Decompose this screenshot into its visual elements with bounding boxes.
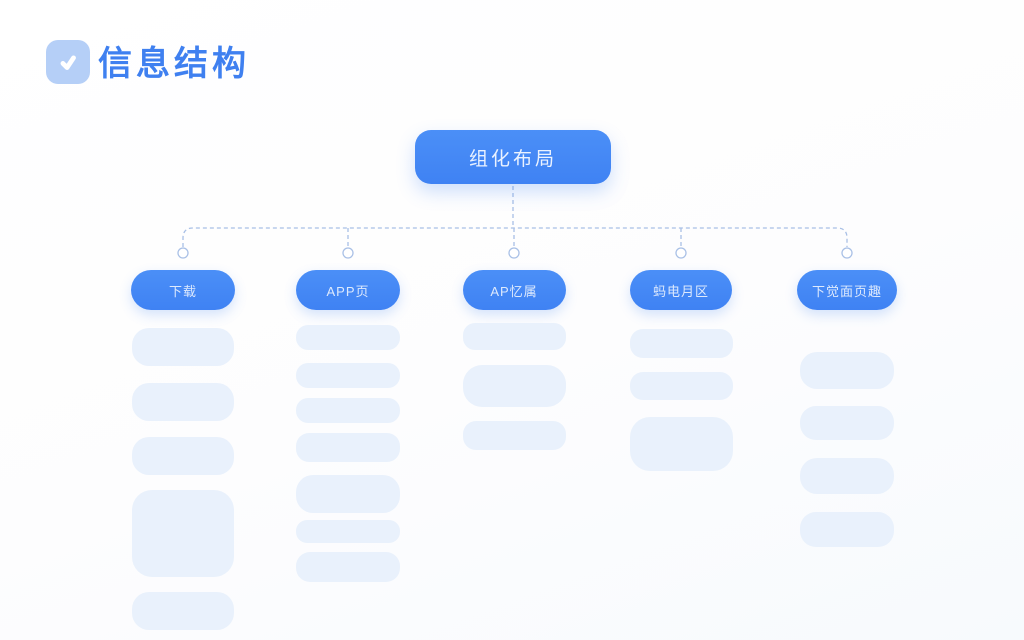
branch-node: 下载 xyxy=(131,270,235,310)
page-title: 信息结构 xyxy=(98,45,250,83)
skeleton-block xyxy=(296,398,400,423)
skeleton-block xyxy=(132,383,234,421)
skeleton-block xyxy=(132,328,234,366)
root-node: 组化布局 xyxy=(415,130,611,184)
skeleton-block xyxy=(800,406,894,440)
skeleton-block xyxy=(462,323,566,350)
check-icon xyxy=(56,50,80,74)
skeleton-block xyxy=(132,592,234,630)
skeleton-block xyxy=(296,433,400,462)
connector-dot xyxy=(675,247,687,259)
branch-node: APP页 xyxy=(296,270,400,310)
skeleton-block xyxy=(132,437,234,475)
skeleton-block xyxy=(296,552,400,582)
connector-dot xyxy=(508,247,520,259)
skeleton-block xyxy=(462,421,566,450)
skeleton-block xyxy=(462,365,566,407)
skeleton-block xyxy=(296,325,400,350)
branch-node: AP忆属 xyxy=(462,270,566,310)
skeleton-block xyxy=(296,475,400,513)
connector-dot xyxy=(841,247,853,259)
branch-node: 下觉面页趣 xyxy=(797,270,897,310)
connector-dot xyxy=(342,247,354,259)
skeleton-block xyxy=(800,512,894,547)
skeleton-block xyxy=(296,520,400,543)
skeleton-block xyxy=(629,329,733,358)
skeleton-block xyxy=(629,372,733,400)
branch-node: 蚂电月区 xyxy=(630,270,732,310)
skeleton-block xyxy=(296,363,400,388)
skeleton-block xyxy=(800,458,894,494)
skeleton-block xyxy=(132,490,234,577)
skeleton-block xyxy=(800,352,894,389)
title-badge xyxy=(46,40,90,84)
skeleton-block xyxy=(629,417,733,471)
connector-dot xyxy=(177,247,189,259)
